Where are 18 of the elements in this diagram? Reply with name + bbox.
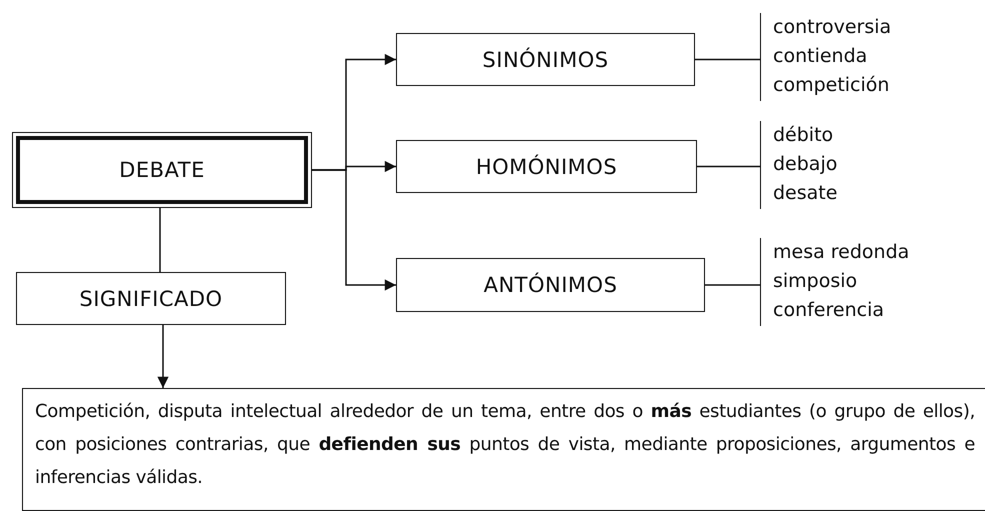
connector-line (697, 166, 760, 168)
word: conferencia (773, 298, 885, 323)
connector-line (159, 208, 161, 272)
category-box: ANTÓNIMOS (396, 258, 705, 312)
word: debajo (773, 152, 838, 177)
word: desate (773, 181, 838, 206)
connector-line (695, 58, 760, 60)
word: controversia (773, 15, 892, 40)
connector-line (705, 284, 760, 286)
label-box: SIGNIFICADO (16, 272, 286, 325)
word: débito (773, 123, 834, 148)
word: competición (773, 73, 890, 98)
category-box: SINÓNIMOS (396, 33, 695, 86)
word: simposio (773, 269, 858, 294)
word: contienda (773, 44, 868, 69)
definition-box: Competición, disputa intelectual alrededor de un tema, entre dos o más estudiantes (o grupo de ellos), con posiciones contrarias, que defienden sus puntos de vista, mediante proposiciones, argumentos e inferencias válidas. (22, 388, 985, 511)
category-box: HOMÓNIMOS (396, 140, 697, 193)
word: mesa redonda (773, 240, 910, 265)
